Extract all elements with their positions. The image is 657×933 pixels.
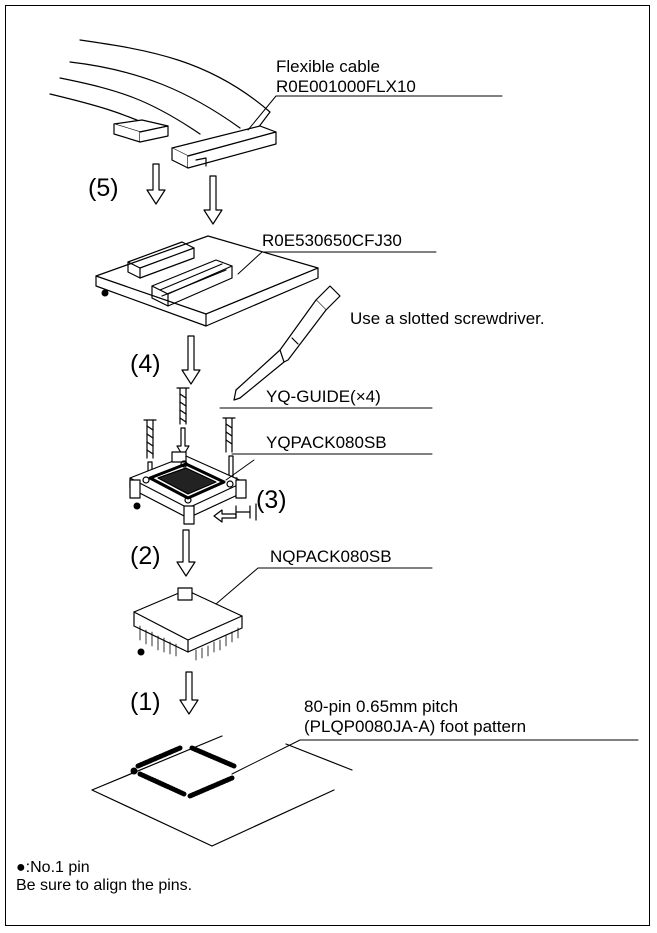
step-5-label: (5) xyxy=(88,174,119,202)
label-foot-line2: (PLQP0080JA-A) foot pattern xyxy=(304,717,526,736)
label-screwdriver: Use a slotted screwdriver. xyxy=(350,309,545,328)
step-3-label: (3) xyxy=(256,486,287,514)
label-foot-line1: 80-pin 0.65mm pitch xyxy=(304,697,458,716)
step-4-label: (4) xyxy=(130,350,161,378)
arrows-step-5 xyxy=(146,163,223,225)
note-align: Be sure to align the pins. xyxy=(16,877,192,894)
pin1-marker-foot xyxy=(130,767,138,775)
pin1-marker-board xyxy=(101,289,109,297)
label-cable-name: Flexible cable xyxy=(276,57,380,76)
arrow-step-1 xyxy=(179,671,199,715)
label-yqpack: YQPACK080SB xyxy=(266,433,387,452)
yq-guide-screws xyxy=(143,387,257,521)
nqpack-socket xyxy=(133,587,243,661)
leader-lines xyxy=(215,95,639,775)
step-2-label: (2) xyxy=(130,542,161,570)
flexible-cable xyxy=(49,39,277,169)
label-nqpack: NQPACK080SB xyxy=(270,547,392,566)
label-guide: YQ-GUIDE(×4) xyxy=(266,387,381,406)
pin1-marker-nqpack xyxy=(137,648,145,656)
screwdriver-icon xyxy=(233,285,341,401)
conversion-board xyxy=(95,235,319,327)
pin1-marker-yqpack xyxy=(133,502,141,510)
label-cable-part: R0E001000FLX10 xyxy=(276,77,416,96)
arrow-step-2 xyxy=(176,529,196,577)
note-pin-legend: ●:No.1 pin xyxy=(16,859,90,876)
yqpack-socket xyxy=(129,451,247,525)
foot-pattern-board xyxy=(91,735,353,847)
step-1-label: (1) xyxy=(130,688,161,716)
arrow-step-4 xyxy=(181,335,201,385)
label-board: R0E530650CFJ30 xyxy=(262,231,402,250)
diagram-frame xyxy=(5,5,650,926)
